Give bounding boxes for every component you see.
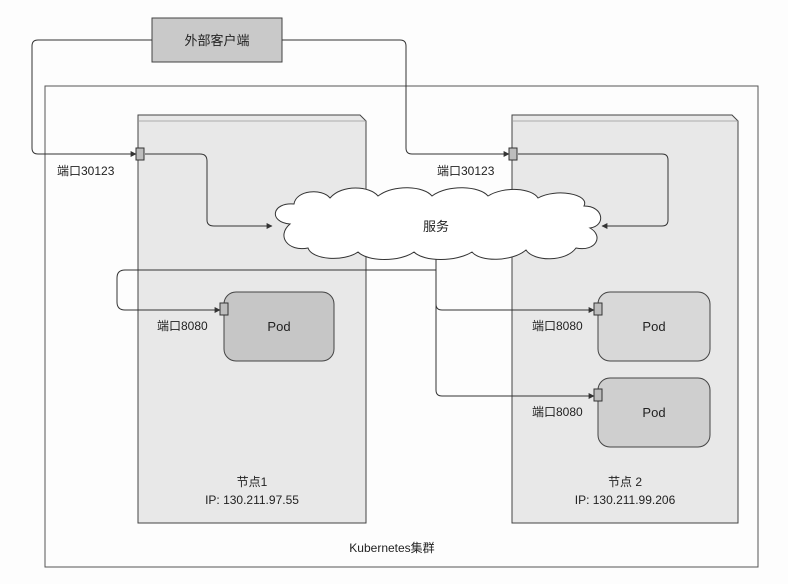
nodeport2-to-service-line (518, 153, 669, 229)
cluster-box (44, 85, 759, 568)
pod3-port-label: 端口8080 (532, 405, 583, 419)
nodeport1-to-service-line (145, 153, 273, 229)
pod-2-box (597, 291, 711, 362)
service-label: 服务 (423, 219, 449, 234)
node1-port-label: 端口30123 (57, 164, 115, 178)
pod2-label: Pod (642, 319, 665, 334)
external-client-box (151, 17, 283, 63)
node1-port-marker (135, 147, 145, 161)
pod3-port-marker (593, 388, 603, 402)
service-to-pod3-line (435, 304, 595, 399)
node2-name: 节点 2 (608, 475, 642, 489)
pod2-port-marker (593, 302, 603, 316)
service-to-pod1-line (116, 250, 437, 313)
node2-port-label: 端口30123 (437, 164, 495, 178)
node1-name: 节点1 (237, 475, 268, 489)
client-to-node1-line (31, 39, 152, 157)
pod2-port-label: 端口8080 (532, 319, 583, 333)
node1-ip: IP: 130.211.97.55 (205, 493, 299, 507)
pod-1-box (223, 291, 335, 362)
pod1-port-label: 端口8080 (157, 319, 208, 333)
cluster-label: Kubernetes集群 (349, 540, 434, 555)
pod1-label: Pod (267, 319, 290, 334)
external-client-label: 外部客户端 (184, 33, 249, 48)
pod1-port-marker (219, 302, 229, 316)
node2-ip: IP: 130.211.99.206 (575, 493, 676, 507)
node2-port-marker (508, 147, 518, 161)
service-cloud (274, 187, 601, 260)
pod3-label: Pod (642, 405, 665, 420)
client-to-node2-line (282, 39, 510, 157)
pod-3-box (597, 377, 711, 448)
